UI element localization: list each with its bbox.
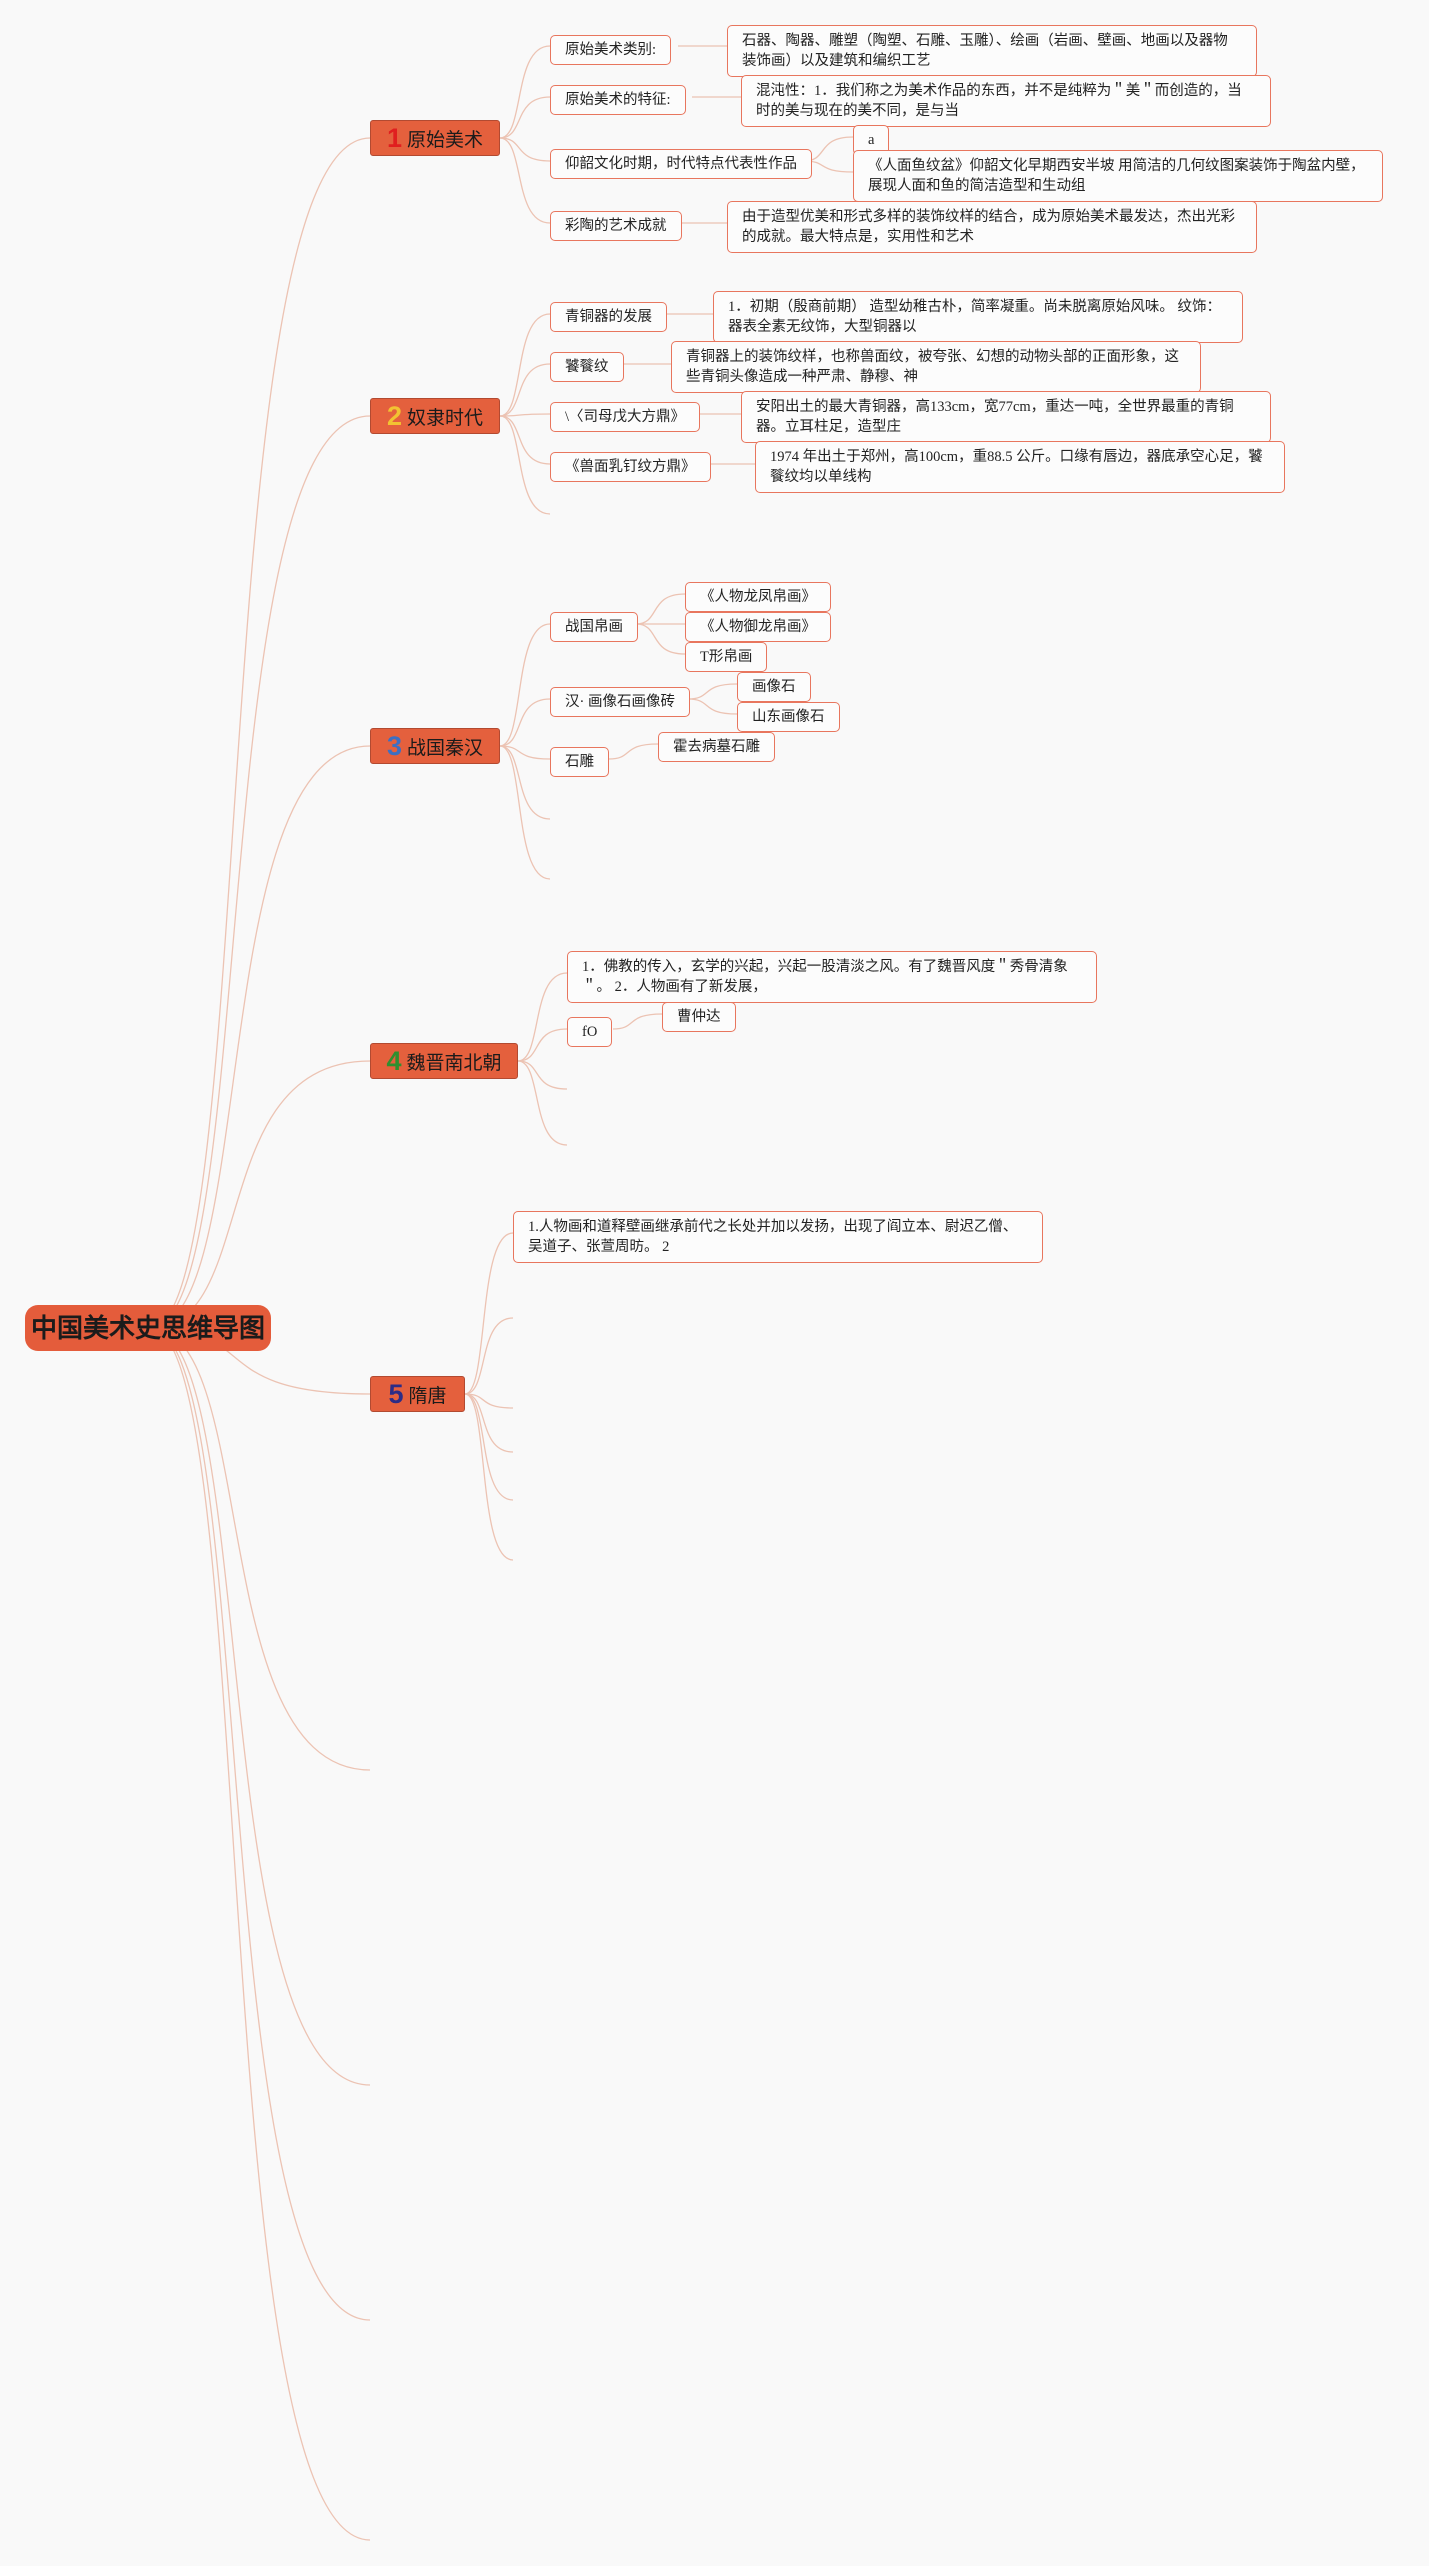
- leaf-cao-zhongda[interactable]: 曹仲达: [662, 1002, 736, 1032]
- connector-line: [464, 1232, 514, 1395]
- connector-line: [687, 683, 738, 700]
- connector-line: [464, 1393, 514, 1453]
- detail-weijin-fojiao[interactable]: 1．佛教的传入，玄学的兴起，兴起一股清淡之风。有了魏晋风度＂秀骨清象＂。 2．人…: [567, 951, 1097, 1003]
- connector-line: [608, 743, 659, 760]
- detail-nuli-shoumian[interactable]: 1974 年出土于郑州，高100cm，重88.5 公斤。口缘有唇边，器底承空心足…: [755, 441, 1285, 493]
- detail-yuanshi-leibie[interactable]: 石器、陶器、雕塑（陶塑、石雕、玉雕）、绘画（岩画、壁画、地画以及器物装饰画）以及…: [727, 25, 1257, 77]
- detail-nuli-simuwu[interactable]: 安阳出土的最大青铜器，高133cm，宽77cm，重达一吨，全世界最重的青铜器。立…: [741, 391, 1271, 443]
- topic-yuanshi-yangshao[interactable]: 仰韶文化时期，时代特点代表性作品: [550, 149, 812, 179]
- connector-line: [517, 1060, 568, 1090]
- leaf-huaxiangshi[interactable]: 画像石: [737, 672, 811, 702]
- branch-weijin[interactable]: 4 魏晋南北朝: [370, 1043, 518, 1079]
- connector-line: [464, 1317, 514, 1395]
- detail-suitang-renwuhua[interactable]: 1.人物画和道释壁画继承前代之长处并加以发扬，出现了阎立本、尉迟乙僧、吴道子、张…: [513, 1211, 1043, 1263]
- connector-line: [517, 972, 568, 1062]
- connector-line: [517, 1060, 568, 1146]
- connector-line: [499, 363, 551, 417]
- connector-line: [635, 593, 686, 625]
- topic-zhanguo-bohua[interactable]: 战国帛画: [550, 612, 638, 642]
- connector-line: [149, 415, 371, 1329]
- branch-label-nuli: 奴隶时代: [407, 407, 484, 429]
- branch-label-zhanguo: 战国秦汉: [407, 737, 484, 759]
- connector-line: [499, 698, 551, 747]
- branch-number-4: 4: [386, 1045, 402, 1076]
- connector-line: [149, 1327, 371, 2321]
- topic-weijin-fo[interactable]: fO: [567, 1017, 613, 1047]
- detail-nuli-taotie[interactable]: 青铜器上的装饰纹样，也称兽面纹，被夸张、幻想的动物头部的正面形象，这些青铜头像造…: [671, 341, 1201, 393]
- topic-yuanshi-leibie[interactable]: 原始美术类别:: [550, 35, 672, 65]
- connector-line: [149, 745, 371, 1329]
- connector-line: [517, 1028, 568, 1062]
- branch-yuanshi[interactable]: 1 原始美术: [370, 120, 500, 156]
- connector-line: [499, 415, 551, 515]
- leaf-huoqubing-shidiao[interactable]: 霍去病墓石雕: [658, 732, 775, 762]
- connector-line: [149, 1327, 371, 2086]
- branch-number-1: 1: [386, 122, 402, 153]
- connector-line: [149, 1327, 371, 1771]
- topic-nuli-taotie[interactable]: 饕餮纹: [550, 352, 624, 382]
- branch-label-yuanshi: 原始美术: [407, 129, 484, 151]
- topic-zhanguo-shidiao[interactable]: 石雕: [550, 747, 609, 777]
- root-topic[interactable]: 中国美术史思维导图: [25, 1305, 271, 1351]
- branch-nuli[interactable]: 2 奴隶时代: [370, 398, 500, 434]
- topic-yuanshi-caitao[interactable]: 彩陶的艺术成就: [550, 211, 682, 241]
- connector-line: [464, 1393, 514, 1561]
- branch-label-suitang: 隋唐: [408, 1385, 447, 1407]
- connector-line: [499, 96, 551, 139]
- leaf-shandong-huaxiangshi[interactable]: 山东画像石: [737, 702, 840, 732]
- connector-line: [499, 415, 551, 465]
- branch-number-2: 2: [386, 400, 402, 431]
- connector-line: [499, 313, 551, 417]
- leaf-t-bohua[interactable]: T形帛画: [685, 642, 768, 672]
- leaf-renwu-yulong[interactable]: 《人物御龙帛画》: [685, 612, 831, 642]
- branch-label-weijin: 魏晋南北朝: [406, 1052, 502, 1074]
- connector-line: [499, 45, 551, 139]
- detail-yuanshi-yangshao-renmian[interactable]: 《人面鱼纹盆》仰韶文化早期西安半坡 用简洁的几何纹图案装饰于陶盆内壁，展现人面和…: [853, 150, 1383, 202]
- detail-nuli-qingtong[interactable]: 1．初期（殷商前期） 造型幼稚古朴，简率凝重。尚未脱离原始风味。 纹饰：器表全素…: [713, 291, 1243, 343]
- topic-yuanshi-tezheng[interactable]: 原始美术的特征:: [550, 85, 686, 115]
- connector-line: [149, 1060, 371, 1329]
- connector-line: [499, 745, 551, 820]
- connector-line: [612, 1013, 663, 1030]
- connector-line: [499, 413, 551, 417]
- connector-line: [149, 1327, 371, 2541]
- connector-line: [499, 623, 551, 747]
- branch-number-3: 3: [386, 730, 402, 761]
- connector-line: [149, 137, 371, 1329]
- connector-line: [635, 623, 686, 655]
- connector-line: [499, 745, 551, 760]
- connector-line: [499, 745, 551, 880]
- branch-zhanguo[interactable]: 3 战国秦汉: [370, 728, 500, 764]
- connector-line: [499, 137, 551, 224]
- connector-line: [499, 137, 551, 162]
- branch-number-5: 5: [388, 1378, 404, 1409]
- connector-line: [464, 1393, 514, 1409]
- detail-yuanshi-tezheng[interactable]: 混沌性：1．我们称之为美术作品的东西，并不是纯粹为＂美＂而创造的，当时的美与现在…: [741, 75, 1271, 127]
- branch-suitang[interactable]: 5 隋唐: [370, 1376, 465, 1412]
- topic-nuli-qingtong[interactable]: 青铜器的发展: [550, 302, 667, 332]
- topic-zhanguo-huaxiang[interactable]: 汉· 画像石画像砖: [550, 687, 690, 717]
- topic-nuli-simuwu[interactable]: \〈司母戊大方鼎》: [550, 402, 701, 432]
- detail-yuanshi-caitao[interactable]: 由于造型优美和形式多样的装饰纹样的结合，成为原始美术最发达，杰出光彩的成就。最大…: [727, 201, 1257, 253]
- leaf-renwu-longfeng[interactable]: 《人物龙凤帛画》: [685, 582, 831, 612]
- topic-nuli-shoumian[interactable]: 《兽面乳钉纹方鼎》: [550, 452, 711, 482]
- connector-line: [464, 1393, 514, 1501]
- connector-line: [687, 698, 738, 715]
